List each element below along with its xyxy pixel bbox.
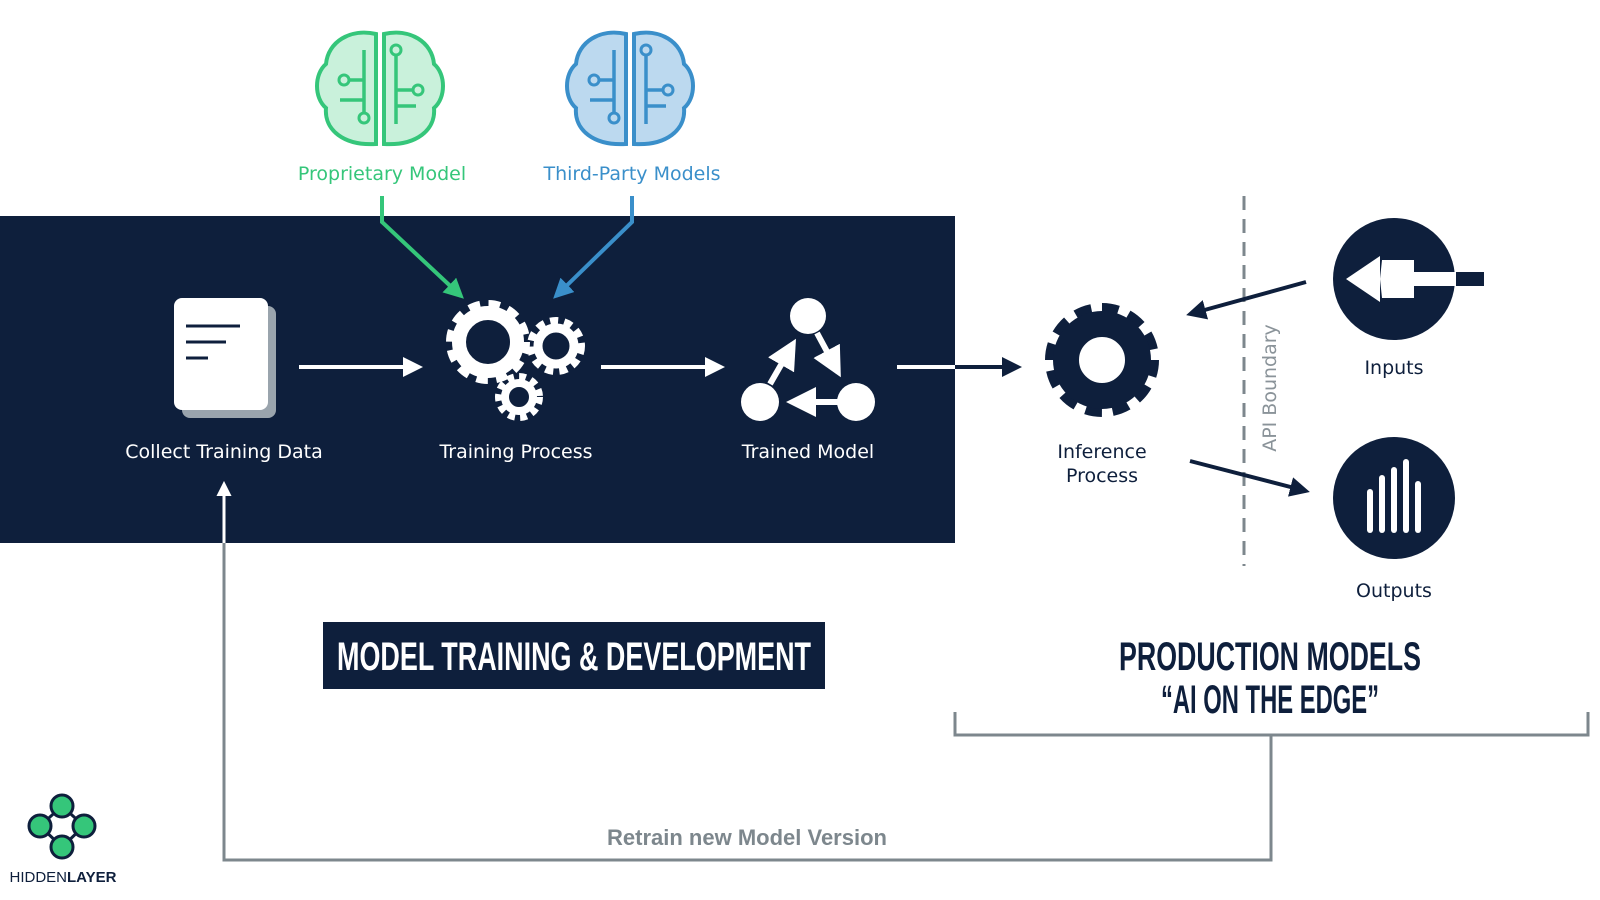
logo-wordmark-part1: HIDDEN [10, 869, 68, 886]
retrain-loop-arrow [216, 481, 1273, 862]
training-process-label: Training Process [438, 441, 592, 463]
document-stack-icon [174, 298, 276, 418]
brain-circuit-icon [315, 30, 445, 147]
production-heading: PRODUCTION MODELS [1119, 635, 1421, 679]
logo-wordmark: HIDDENLAYER [10, 869, 117, 886]
inference-process-label-line1: Inference [1057, 441, 1146, 463]
inference-process-label-line2: Process [1066, 465, 1138, 487]
gear-icon [1045, 303, 1159, 417]
input-arrow [1186, 280, 1307, 320]
training-heading: MODEL TRAINING & DEVELOPMENT [337, 635, 811, 679]
logo-wordmark-part2: LAYER [67, 869, 117, 886]
training-heading-box [323, 622, 825, 689]
bars-circle-icon [1333, 437, 1455, 559]
proprietary-feed-arrow [380, 196, 464, 299]
trained-model-label: Trained Model [741, 441, 874, 463]
gears-icon [446, 300, 585, 421]
hiddenlayer-logo-icon [27, 793, 97, 860]
third-party-feed-arrow [553, 196, 634, 299]
brain-circuit-icon [565, 30, 695, 147]
third-party-models-label: Third-Party Models [542, 163, 720, 185]
proprietary-model-label: Proprietary Model [298, 163, 466, 185]
api-boundary-label: API Boundary [1259, 324, 1281, 452]
inputs-label: Inputs [1364, 357, 1423, 379]
outputs-label: Outputs [1356, 580, 1432, 602]
triangle-nodes-icon [741, 298, 875, 421]
production-subheading: “AI ON THE EDGE” [1161, 678, 1379, 722]
arrow-left-circle-icon [1333, 218, 1484, 340]
retrain-label: Retrain new Model Version [607, 825, 887, 850]
collect-training-data-label: Collect Training Data [125, 441, 322, 463]
output-arrow [1189, 459, 1310, 497]
